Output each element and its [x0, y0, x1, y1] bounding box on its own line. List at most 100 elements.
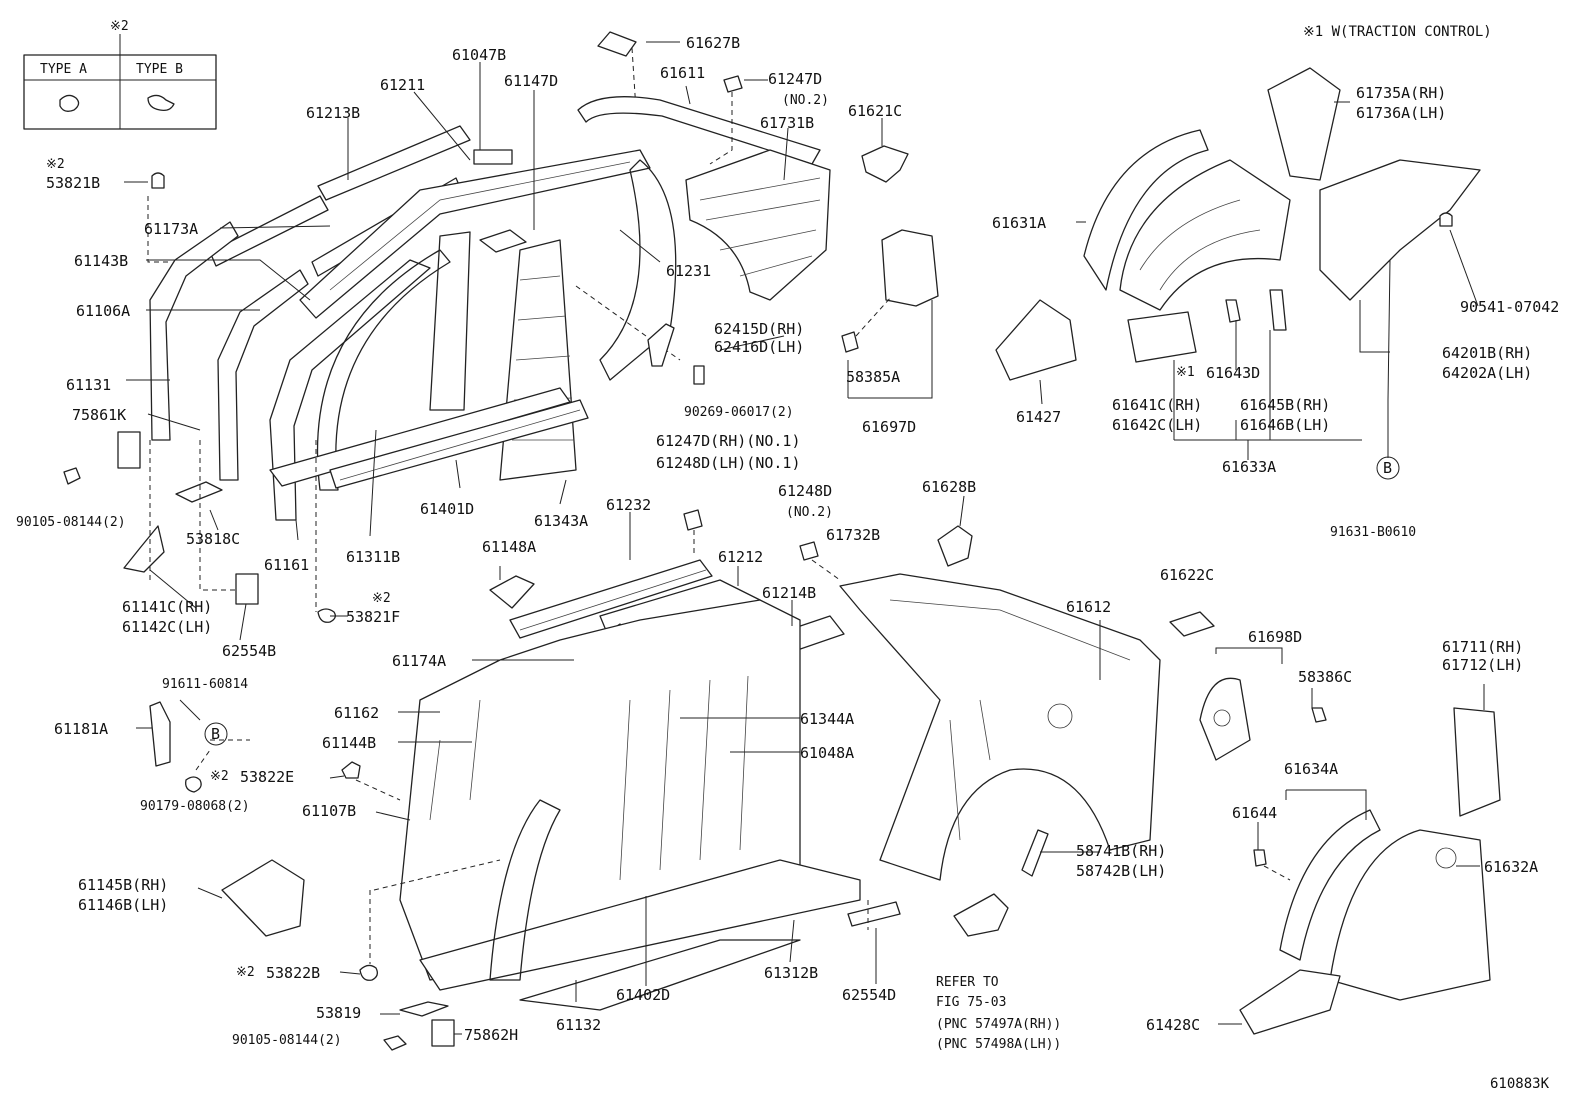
label-64202a: 64202A(LH)	[1442, 364, 1532, 382]
part-61247d-no1-shape	[683, 509, 703, 531]
callout-b-left	[204, 722, 228, 746]
lower-side-outer-assembly	[149, 509, 901, 1051]
front-roof-strip	[209, 195, 329, 267]
part-61247d-no2-shape	[723, 75, 743, 93]
label-61428c: 61428C	[1146, 1016, 1200, 1034]
label-mark-61643d: ※1	[1176, 365, 1195, 380]
bolt-90269-shape	[693, 365, 705, 385]
part-61731b-shape	[685, 149, 831, 301]
part-61645b-shape	[1269, 289, 1287, 331]
part-61632a-shape	[1329, 829, 1491, 1001]
part-61627b-shape	[597, 31, 637, 57]
traction-control-note: ※1 W(TRACTION CONTROL)	[1303, 24, 1492, 40]
label-64201b: 64201B(RH)	[1442, 344, 1532, 362]
part-61232-shape	[509, 559, 713, 639]
quarter-outer-assembly	[839, 525, 1215, 937]
label-mark-53822b: ※2	[236, 965, 255, 980]
label-61646b: 61646B(LH)	[1240, 416, 1330, 434]
label-61106a: 61106A	[76, 302, 130, 320]
part-61047b-shape	[473, 149, 513, 165]
label-61131: 61131	[66, 376, 111, 394]
part-58386c-shape	[1311, 707, 1327, 723]
part-75861k-shape	[117, 431, 141, 469]
part-61427-shape	[995, 299, 1077, 381]
label-61107b: 61107B	[302, 802, 356, 820]
label-61731b: 61731B	[760, 114, 814, 132]
rocker-inner	[269, 387, 571, 487]
upper-side-frame-assembly	[63, 125, 681, 623]
label-refer-fig: FIG 75-03	[936, 995, 1006, 1010]
part-61628b-shape	[937, 525, 973, 567]
label-61642c: 61642C(LH)	[1112, 416, 1202, 434]
label-61214b: 61214B	[762, 584, 816, 602]
label-90105-b: 90105-08144(2)	[232, 1033, 342, 1048]
part-61621c-shape	[861, 145, 909, 183]
label-61627b: 61627B	[686, 34, 740, 52]
label-58386c: 58386C	[1298, 668, 1352, 686]
label-53822e: 53822E	[240, 768, 294, 786]
leader-lines	[124, 41, 1485, 1035]
part-58741b-shape	[1021, 829, 1049, 877]
label-61645b: 61645B(RH)	[1240, 396, 1330, 414]
fuel-filler-opening	[1047, 703, 1073, 729]
label-75861k: 75861K	[72, 406, 126, 424]
label-61643d: 61643D	[1206, 364, 1260, 382]
part-64201b-shape	[1319, 159, 1481, 301]
part-61632a-hole	[1435, 847, 1457, 869]
part-61402d-shape	[519, 939, 801, 1011]
part-labels: 61627B 61047B 61147D 61211 61611 61247D …	[16, 34, 1559, 1052]
label-61048a: 61048A	[800, 744, 854, 762]
label-61232: 61232	[606, 496, 651, 514]
label-61231: 61231	[666, 262, 711, 280]
label-61213b: 61213B	[306, 104, 360, 122]
label-61611: 61611	[660, 64, 705, 82]
label-91631: 91631-B0610	[1330, 525, 1416, 540]
front-pillar-outer	[149, 221, 239, 441]
type-legend: ※2 TYPE A TYPE B	[23, 19, 217, 130]
part-61145b-shape	[221, 859, 305, 937]
label-no2-a: (NO.2)	[782, 93, 829, 108]
bolt-90105-b-shape	[383, 1035, 407, 1051]
label-61142c: 61142C(LH)	[122, 618, 212, 636]
roof-side-rail	[299, 149, 651, 319]
label-61736a: 61736A(LH)	[1356, 104, 1446, 122]
rocker-reinforcement	[329, 399, 589, 489]
label-62416d: 62416D(LH)	[714, 338, 804, 356]
label-61622c: 61622C	[1160, 566, 1214, 584]
label-61632a: 61632A	[1484, 858, 1538, 876]
label-90179: 90179-08068(2)	[140, 799, 250, 814]
part-61148a-shape	[489, 575, 535, 609]
label-61211: 61211	[380, 76, 425, 94]
roof-rail-strip	[317, 125, 471, 201]
label-61146b: 61146B(LH)	[78, 896, 168, 914]
label-61735a: 61735A(RH)	[1356, 84, 1446, 102]
part-61181a-shape	[149, 701, 171, 767]
label-61161: 61161	[264, 556, 309, 574]
label-61247d-no1: 61247D(RH)(NO.1)	[656, 432, 801, 450]
part-61641c-shape	[1127, 311, 1197, 363]
legend-type-b: TYPE B	[136, 62, 183, 77]
clip-53821b-shape	[151, 172, 165, 189]
rear-inner-pillar	[599, 159, 677, 381]
part-61428c-shape	[1239, 969, 1341, 1035]
label-62554b: 62554B	[222, 642, 276, 660]
label-61711: 61711(RH)	[1442, 638, 1523, 656]
part-53819-shape	[399, 1001, 449, 1017]
part-61612-shape	[839, 573, 1161, 881]
center-pillar-rear	[499, 239, 577, 481]
part-57497a-ref-shape	[953, 893, 1009, 937]
clip-53821f-shape	[317, 608, 336, 623]
label-91611: 91611-60814	[162, 677, 248, 692]
front-pillar-lower	[489, 799, 561, 981]
part-61698d-hole	[1213, 709, 1231, 727]
wheelhouse-inner-upper	[1119, 159, 1291, 311]
label-61144b: 61144B	[322, 734, 376, 752]
upper-rear-quarter-assembly	[577, 31, 939, 385]
part-58385a-shape	[841, 331, 859, 353]
label-mark-53821b: ※2	[46, 157, 65, 172]
label-58385a: 58385A	[846, 368, 900, 386]
clip-53822b-shape	[359, 964, 378, 981]
label-61621c: 61621C	[848, 102, 902, 120]
center-pillar-front	[269, 259, 431, 521]
label-90105-a: 90105-08144(2)	[16, 515, 126, 530]
